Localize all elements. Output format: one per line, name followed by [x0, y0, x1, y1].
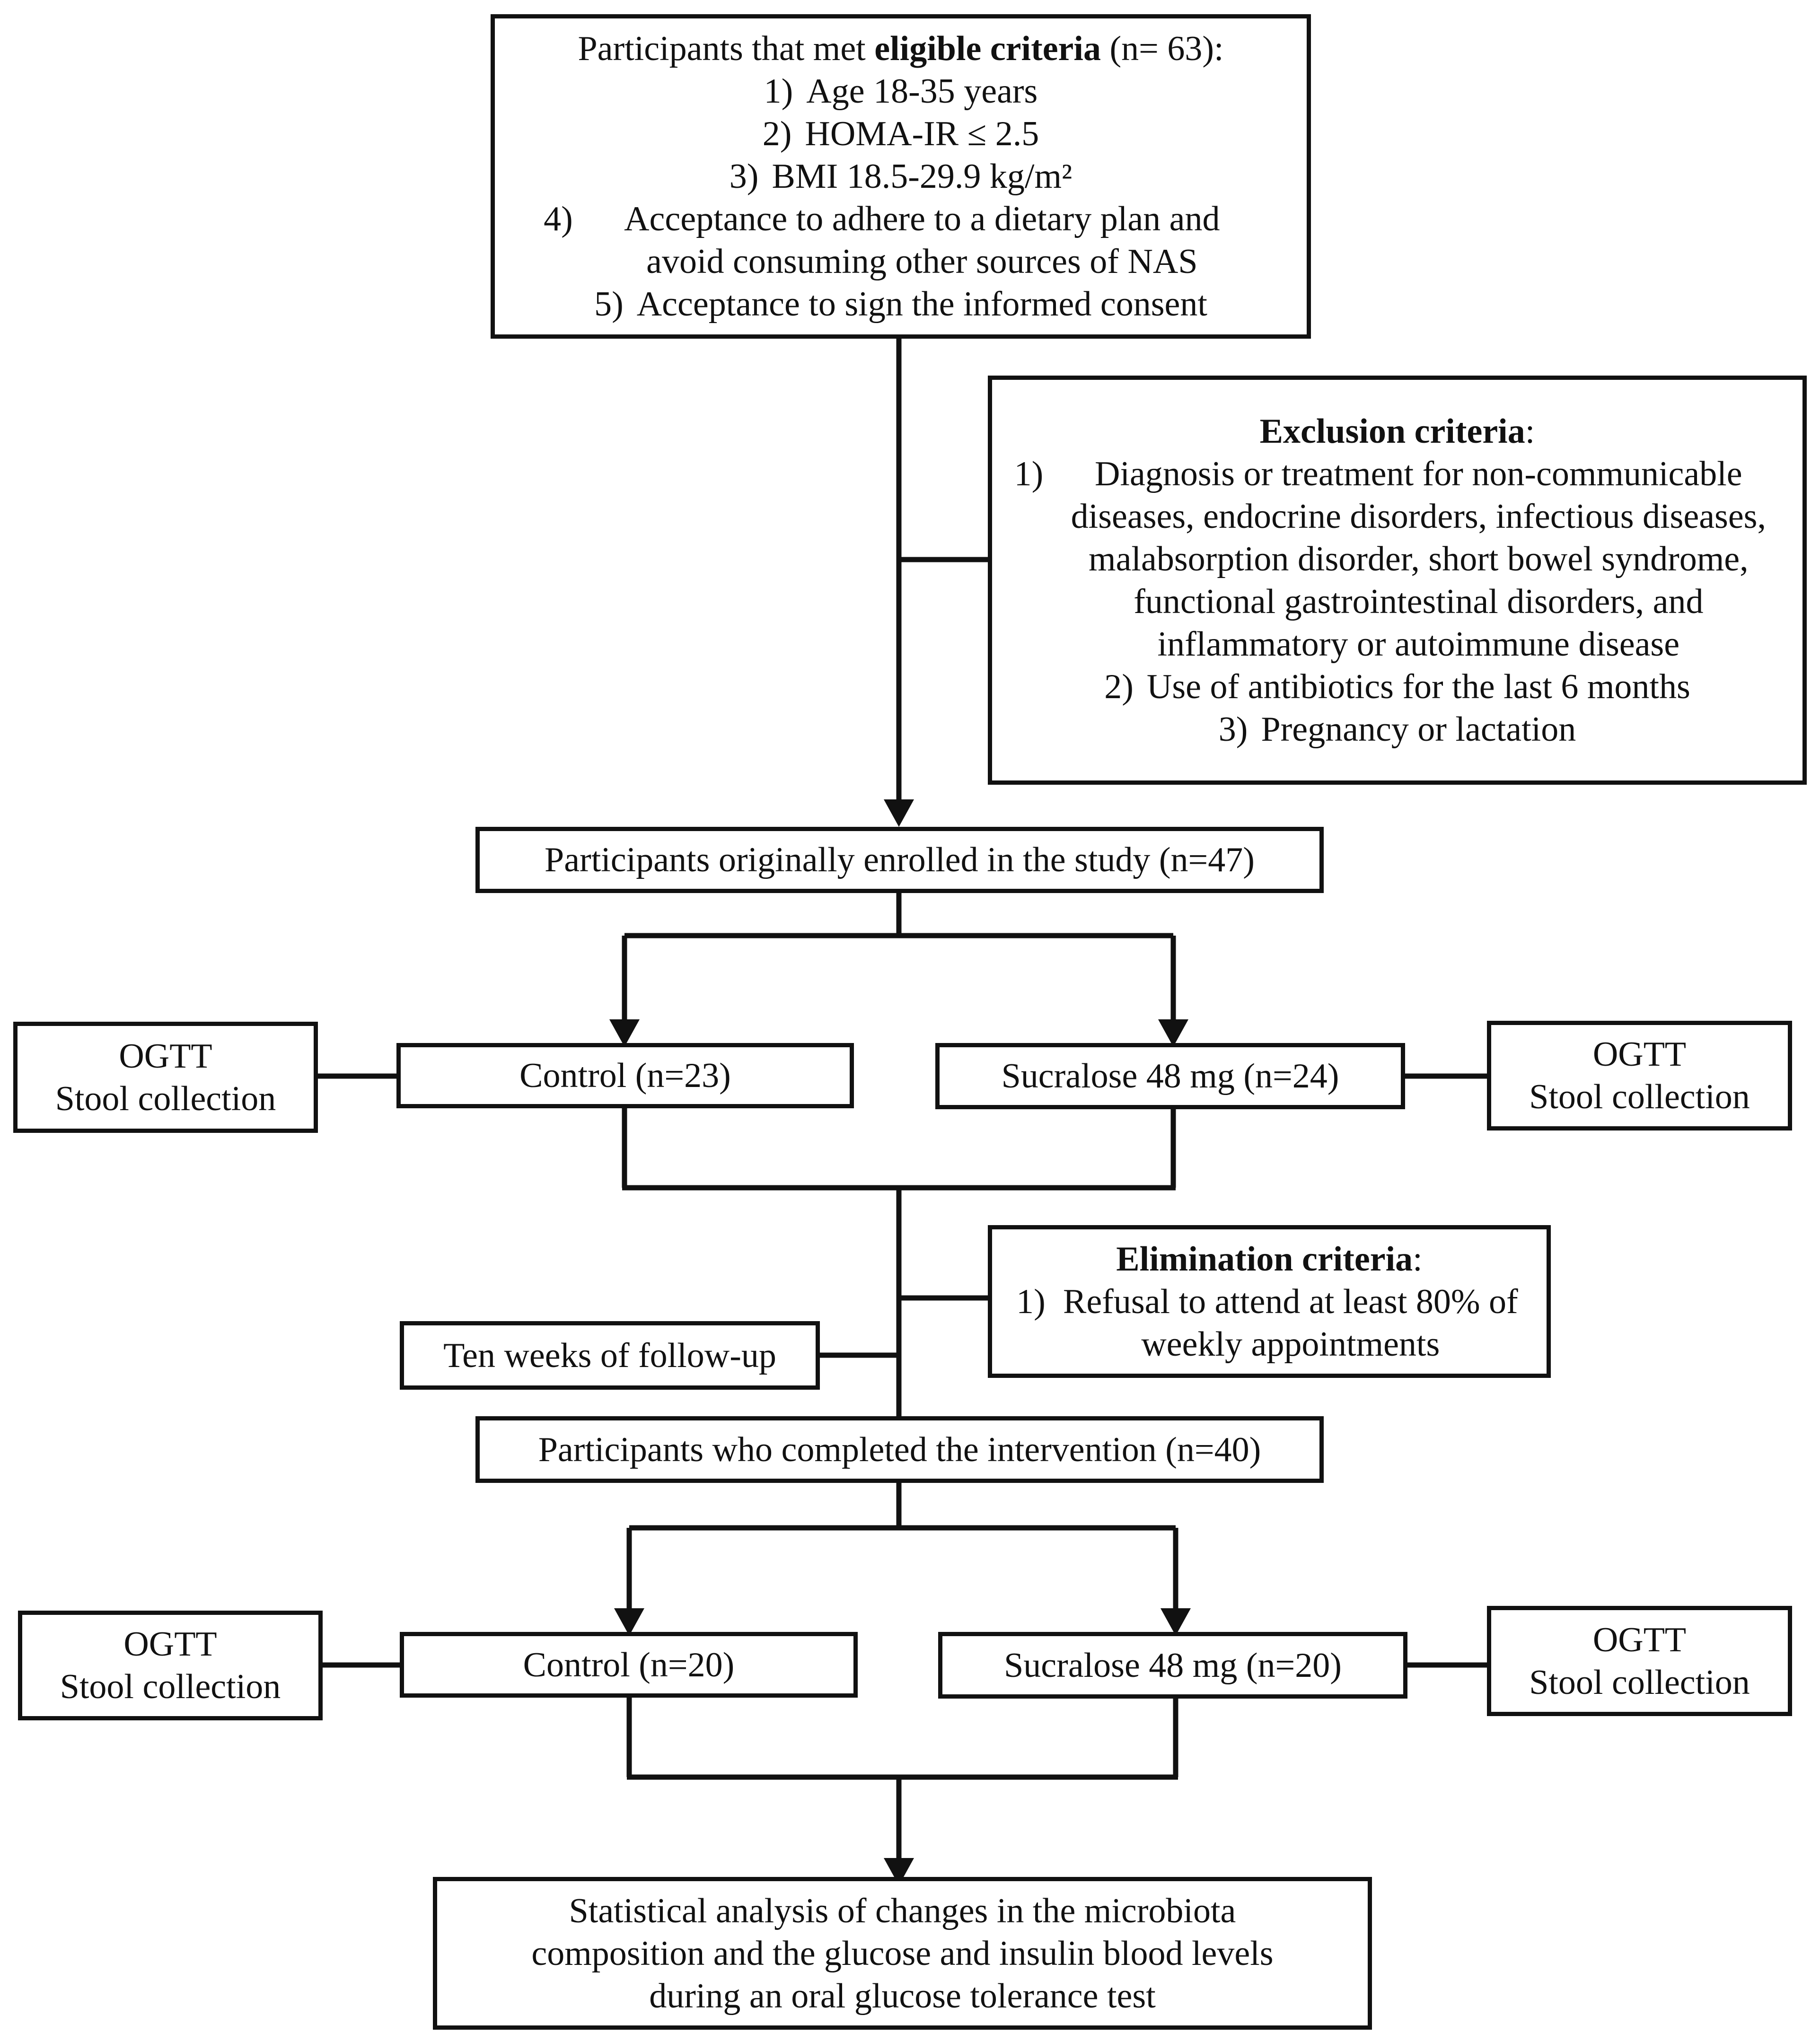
analysis-box: Statistical analysis of changes in the m…: [433, 1877, 1372, 2030]
exclusion-title-bold: Exclusion criteria: [1259, 412, 1525, 451]
eligibility-item: 5) Acceptance to sign the informed conse…: [544, 283, 1258, 325]
exclusion-item: 2) Use of antibiotics for the last 6 mon…: [1014, 666, 1781, 708]
item-text: Refusal to attend at least 80% of weekly…: [1063, 1282, 1518, 1364]
analysis-text: Statistical analysis of changes in the m…: [531, 1891, 1274, 2016]
item-number: 1): [1014, 454, 1044, 493]
item-number: 1): [764, 72, 793, 111]
elimination-title-bold: Elimination criteria: [1116, 1239, 1413, 1279]
sucralose-group-label: Sucralose 48 mg (n=20): [1004, 1646, 1342, 1685]
followup-text: Ten weeks of follow-up: [443, 1336, 776, 1375]
item-number: 5): [594, 285, 624, 324]
completed-text: Participants who completed the intervent…: [538, 1430, 1261, 1469]
item-number: 3): [729, 157, 759, 196]
elimination-item: 1) Refusal to attend at least 80% of wee…: [1016, 1280, 1522, 1366]
exclusion-list: 1) Diagnosis or treatment for non-commun…: [1014, 453, 1781, 751]
enrolled-box: Participants originally enrolled in the …: [475, 827, 1324, 893]
exclusion-item: 1) Diagnosis or treatment for non-commun…: [1014, 453, 1781, 666]
item-number: 3): [1218, 710, 1248, 749]
ogtt-label: OGTT: [119, 1036, 212, 1076]
eligibility-list: 1) Age 18-35 years 2) HOMA-IR ≤ 2.5 3) B…: [544, 70, 1258, 325]
item-text: Pregnancy or lactation: [1261, 710, 1576, 749]
baseline-left-measures-box: OGTT Stool collection: [13, 1022, 318, 1133]
item-text: Use of antibiotics for the last 6 months: [1146, 667, 1690, 706]
item-number: 4): [544, 200, 573, 238]
item-text: Acceptance to adhere to a dietary plan a…: [624, 200, 1220, 281]
final-sucralose-box: Sucralose 48 mg (n=20): [938, 1632, 1407, 1699]
eligibility-intro: Participants that met eligible criteria …: [578, 27, 1223, 70]
exclusion-item: 3) Pregnancy or lactation: [1014, 708, 1781, 751]
sucralose-group-label: Sucralose 48 mg (n=24): [1001, 1057, 1339, 1095]
stool-collection-label: Stool collection: [55, 1079, 276, 1118]
baseline-control-box: Control (n=23): [396, 1043, 854, 1108]
baseline-sucralose-box: Sucralose 48 mg (n=24): [935, 1043, 1405, 1109]
completed-box: Participants who completed the intervent…: [475, 1416, 1324, 1483]
elimination-title-colon: :: [1413, 1239, 1423, 1279]
eligibility-item: 2) HOMA-IR ≤ 2.5: [544, 113, 1258, 155]
item-text: Age 18-35 years: [806, 72, 1038, 111]
ogtt-label: OGTT: [123, 1625, 217, 1664]
eligibility-item: 3) BMI 18.5-29.9 kg/m²: [544, 155, 1258, 198]
item-text: HOMA-IR ≤ 2.5: [805, 114, 1039, 153]
final-right-measures-box: OGTT Stool collection: [1487, 1606, 1792, 1716]
elimination-list: 1) Refusal to attend at least 80% of wee…: [1016, 1280, 1522, 1366]
eligibility-intro-prefix: Participants that met: [578, 29, 875, 68]
item-number: 1): [1016, 1282, 1046, 1321]
final-left-measures-box: OGTT Stool collection: [18, 1611, 323, 1720]
item-number: 2): [762, 114, 792, 153]
item-number: 2): [1104, 667, 1134, 706]
stool-collection-label: Stool collection: [1529, 1663, 1750, 1702]
final-control-box: Control (n=20): [400, 1632, 858, 1698]
item-text: Diagnosis or treatment for non-communica…: [1071, 454, 1766, 664]
elimination-box: Elimination criteria: 1) Refusal to atte…: [988, 1225, 1551, 1378]
ogtt-label: OGTT: [1592, 1620, 1687, 1659]
item-text: BMI 18.5-29.9 kg/m²: [772, 157, 1073, 196]
enrolled-text: Participants originally enrolled in the …: [545, 841, 1255, 879]
eligibility-intro-suffix: (n= 63):: [1100, 29, 1224, 68]
control-group-label: Control (n=20): [523, 1645, 735, 1684]
stool-collection-label: Stool collection: [60, 1667, 281, 1706]
exclusion-title-colon: :: [1525, 412, 1535, 451]
eligibility-intro-bold: eligible criteria: [874, 29, 1101, 68]
elimination-title: Elimination criteria:: [1116, 1238, 1422, 1280]
stool-collection-label: Stool collection: [1529, 1078, 1750, 1116]
exclusion-box: Exclusion criteria: 1) Diagnosis or trea…: [988, 376, 1807, 785]
item-text: Acceptance to sign the informed consent: [636, 285, 1207, 324]
ogtt-label: OGTT: [1592, 1035, 1687, 1074]
exclusion-title: Exclusion criteria:: [1260, 410, 1535, 453]
eligibility-box: Participants that met eligible criteria …: [491, 14, 1311, 339]
eligibility-item: 4) Acceptance to adhere to a dietary pla…: [544, 198, 1258, 283]
baseline-right-measures-box: OGTT Stool collection: [1487, 1021, 1792, 1131]
control-group-label: Control (n=23): [519, 1056, 731, 1095]
eligibility-item: 1) Age 18-35 years: [544, 70, 1258, 113]
followup-box: Ten weeks of follow-up: [400, 1321, 820, 1390]
